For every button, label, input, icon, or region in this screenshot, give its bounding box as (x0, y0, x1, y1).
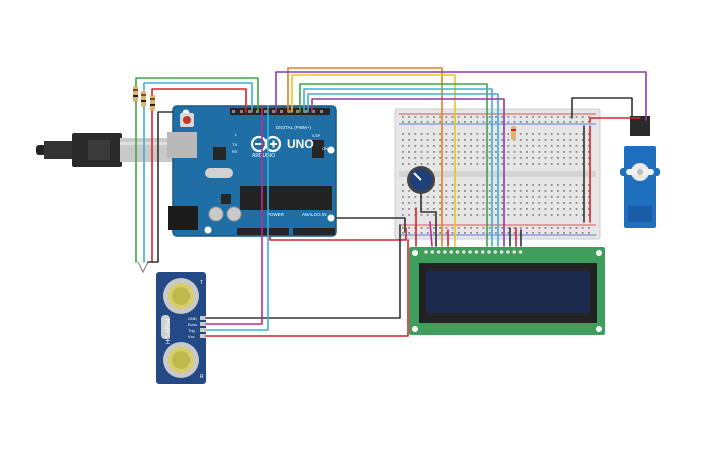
lcd-pin (474, 250, 479, 254)
lcd-pin (430, 250, 435, 254)
icsp-label: ICSP (312, 134, 321, 138)
wires (135, 67, 647, 337)
arduino-logo-icon (250, 135, 282, 153)
power-header (237, 228, 289, 235)
lcd-pin (499, 250, 504, 254)
sensor-r-label: R (200, 374, 204, 380)
lcd-pin (455, 250, 460, 254)
lcd-screen (426, 271, 590, 313)
board-brand-label: ARDUINO (252, 153, 275, 159)
power-jack (168, 206, 198, 230)
lcd-pin (518, 250, 523, 254)
sensor-pin-gnd: GND (188, 316, 197, 321)
tx-led-label: TX (232, 142, 237, 147)
l-led-label: L (235, 132, 238, 137)
lcd-pin (480, 250, 485, 254)
lcd-display (409, 247, 605, 335)
power-header-label: POWER (267, 212, 285, 217)
on-led-label: ON (322, 146, 328, 151)
analog-header (293, 228, 335, 235)
lcd-pin (436, 250, 441, 254)
board-model-label: UNO (287, 137, 314, 151)
sensor-pin-echo: Echo (188, 322, 198, 327)
lcd-pin (512, 250, 516, 254)
sensor-model-label: HC-SR04 (166, 318, 172, 344)
lcd-pin (468, 250, 472, 254)
analog-header-label: ANALOG IN (302, 212, 327, 217)
arduino-uno-board: UNO ARDUINO DIGITAL (PWM~) POWER ANALOG … (167, 105, 337, 237)
lcd-pin (443, 250, 447, 254)
resistor-icon (133, 86, 516, 140)
led-icon (137, 261, 149, 274)
potentiometer-icon (407, 166, 435, 194)
lcd-pin (493, 250, 498, 254)
rx-led-label: RX (232, 149, 238, 154)
lcd-pin (424, 250, 428, 254)
ultrasonic-sensor: HC-SR04 GND Echo Trig Vcc T R (156, 272, 206, 384)
sensor-t-label: T (200, 280, 203, 286)
sensor-pin-trig: Trig (188, 328, 195, 333)
sensor-pin-vcc: Vcc (188, 334, 195, 339)
lcd-pin (506, 250, 510, 254)
atmega-chip (240, 186, 332, 210)
lcd-pin (487, 250, 491, 254)
lcd-pin (462, 250, 466, 254)
digital-header-label: DIGITAL (PWM~) (276, 125, 311, 130)
servo-motor-icon (620, 116, 660, 228)
lcd-pin (449, 250, 454, 254)
